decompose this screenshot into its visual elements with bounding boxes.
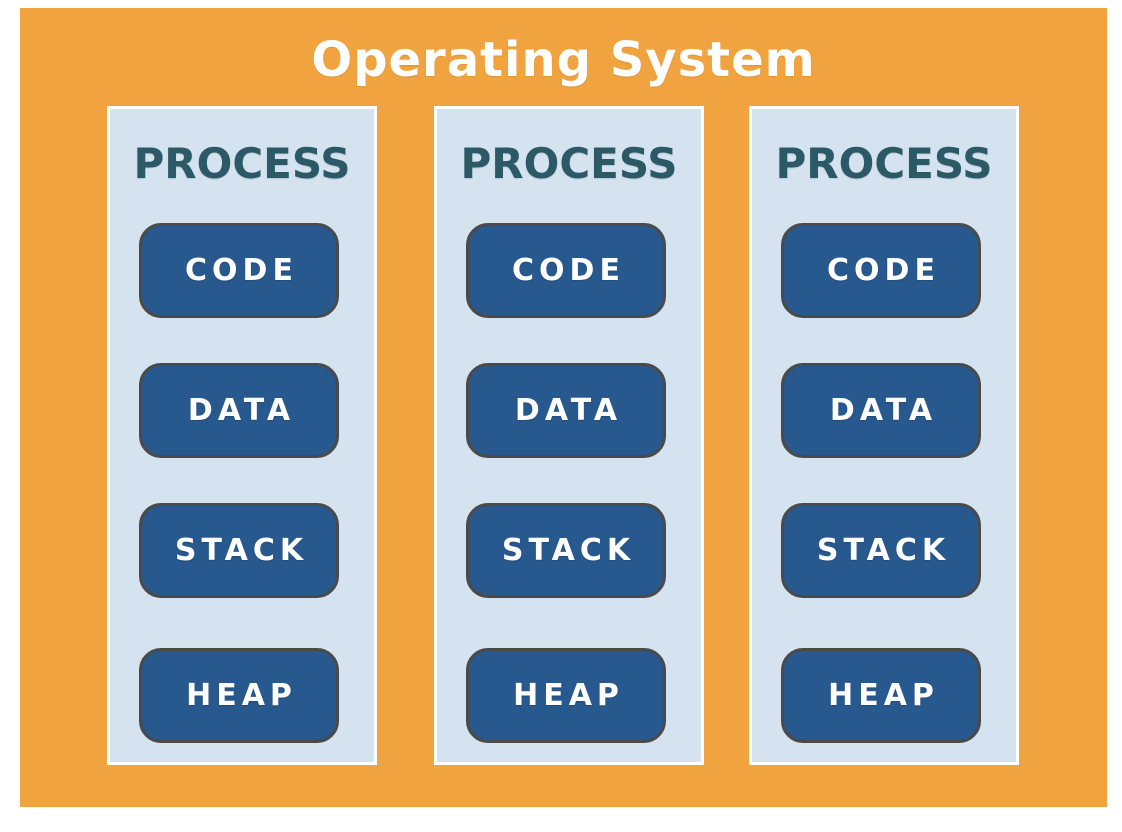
memory-block-data: DATA [781, 363, 981, 458]
process-panel-1: PROCESS CODE DATA STACK HEAP [107, 106, 377, 765]
memory-block-code: CODE [139, 223, 339, 318]
process-label: PROCESS [775, 139, 993, 188]
memory-block-heap: HEAP [466, 648, 666, 743]
memory-block-data: DATA [139, 363, 339, 458]
process-panel-2: PROCESS CODE DATA STACK HEAP [434, 106, 704, 765]
diagram-title: Operating System [311, 32, 816, 88]
process-label: PROCESS [460, 139, 678, 188]
memory-block-heap: HEAP [139, 648, 339, 743]
process-panel-3: PROCESS CODE DATA STACK HEAP [749, 106, 1019, 765]
memory-block-stack: STACK [466, 503, 666, 598]
memory-block-stack: STACK [781, 503, 981, 598]
memory-block-data: DATA [466, 363, 666, 458]
memory-block-code: CODE [466, 223, 666, 318]
memory-block-code: CODE [781, 223, 981, 318]
memory-block-stack: STACK [139, 503, 339, 598]
process-label: PROCESS [133, 139, 351, 188]
memory-block-heap: HEAP [781, 648, 981, 743]
operating-system-box: Operating System PROCESS CODE DATA STACK… [20, 8, 1107, 807]
